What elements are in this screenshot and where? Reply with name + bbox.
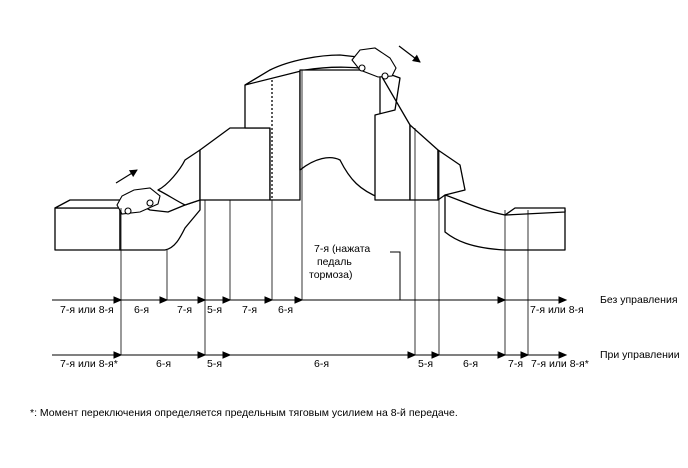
row2-seg-8: 7-я или 8-я* [531, 358, 589, 370]
row2-seg-6: 6-я [463, 358, 478, 370]
direction-arrow-right [398, 45, 421, 63]
row1-title: Без управления [600, 294, 678, 306]
row-with-control [52, 351, 568, 359]
row1-seg-2: 6-я [134, 304, 149, 316]
direction-arrow-left [115, 169, 138, 184]
row2-seg-4: 6-я [314, 358, 329, 370]
row1-seg-7: 7-я или 8-я [530, 304, 584, 316]
row2-seg-3: 5-я [207, 358, 222, 370]
car-icon-right [351, 47, 397, 80]
row1-seg-3: 7-я [177, 304, 192, 316]
shift-point-guides [120, 70, 529, 355]
row1-seg-5: 7-я [242, 304, 257, 316]
brake-label-line-3: тормоза) [309, 269, 352, 281]
row2-seg-1: 7-я или 8-я* [60, 358, 118, 370]
brake-label-line-2: педаль [317, 256, 352, 268]
row2-title: При управлении [600, 349, 680, 361]
row1-seg-4: 5-я [207, 304, 222, 316]
brake-label-line-1: 7-я (нажата [314, 243, 370, 255]
row1-seg-6: 6-я [278, 304, 293, 316]
car-icon-left [116, 187, 161, 215]
row2-seg-2: 6-я [156, 358, 171, 370]
row2-seg-5: 5-я [418, 358, 433, 370]
row1-seg-1: 7-я или 8-я [60, 304, 114, 316]
row-without-control [52, 296, 568, 304]
brake-annotation: 7-я (нажата педаль тормоза) [309, 243, 401, 300]
row2-seg-7: 7-я [508, 358, 523, 370]
mountain-road-illustration [54, 54, 566, 251]
footnote: *: Момент переключения определяется пред… [30, 407, 458, 419]
